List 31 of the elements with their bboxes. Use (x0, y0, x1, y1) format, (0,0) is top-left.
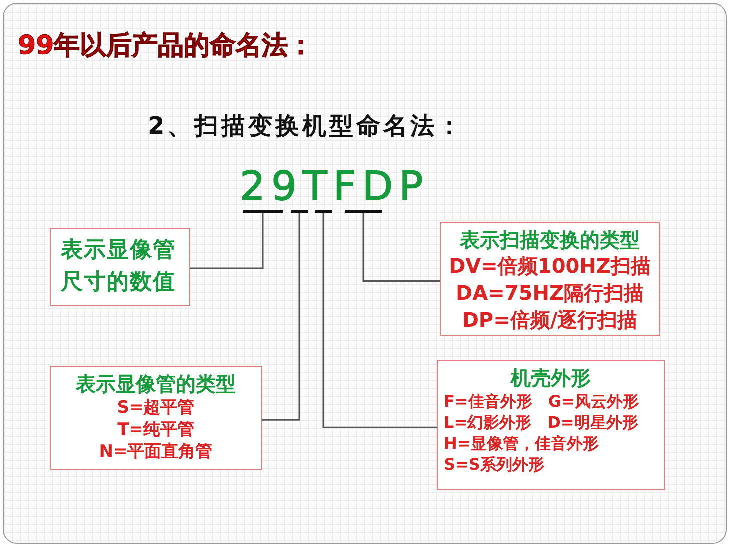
box-line: D=明星外形 (548, 412, 638, 433)
code-text: 29TFDP (240, 164, 430, 210)
info-box (50, 366, 262, 470)
underline-bar (243, 210, 283, 213)
box-line: G=风云外形 (548, 391, 639, 412)
connector-line (322, 213, 437, 428)
box-line: N=平面直角管 (99, 441, 213, 463)
connector-line (190, 213, 264, 270)
title: 99年以后产品的命名法： (18, 30, 314, 63)
underline-bar (315, 210, 332, 213)
subtitle: 2、扫描变换机型命名法： (148, 111, 465, 142)
box-heading: 表示扫描变换的类型 (460, 227, 640, 253)
underline-bar (291, 210, 308, 213)
info-box (50, 228, 190, 306)
info-box (437, 360, 665, 490)
box-heading: 机壳外形 (511, 365, 591, 391)
box-line: L=幻影外形 (444, 412, 532, 433)
connector-line (362, 213, 440, 282)
box-line: H=显像管，佳音外形 (444, 433, 599, 454)
connector-line (262, 213, 300, 421)
box-line: S=S系列外形 (444, 454, 544, 475)
box-line: DP=倍频/逐行扫描 (462, 307, 638, 334)
box-heading: 表示显像管的类型 (76, 371, 236, 397)
box-line: S=超平管 (117, 397, 195, 419)
underline-bar (345, 210, 382, 213)
info-box (440, 222, 660, 336)
box-line: T=纯平管 (118, 419, 194, 441)
box-text: 表示显像管尺寸的数值 (61, 237, 177, 297)
box-line: F=佳音外形 (444, 391, 532, 412)
box-line: DV=倍频100HZ扫描 (449, 253, 651, 280)
box-line: DA=75HZ隔行扫描 (456, 280, 644, 307)
